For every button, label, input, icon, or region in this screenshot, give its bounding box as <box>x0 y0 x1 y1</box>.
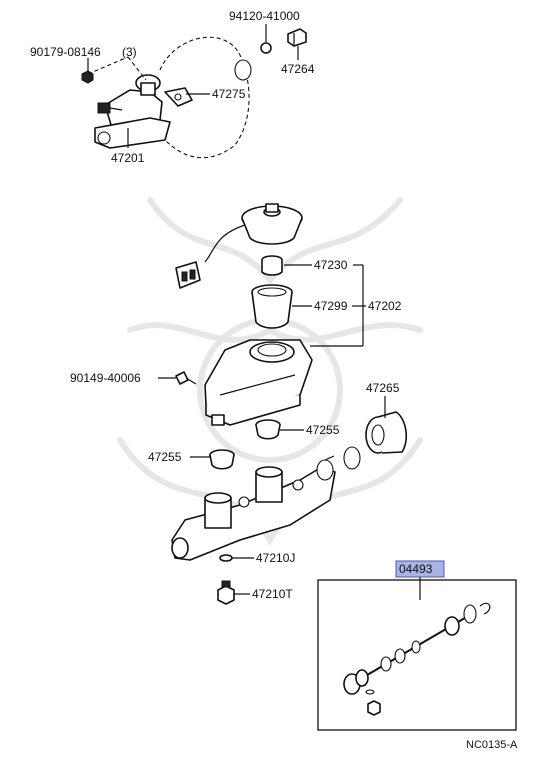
label-47210J: 47210J <box>256 551 295 565</box>
label-90179-08146: 90179-08146 <box>30 45 101 59</box>
plug-47210T <box>217 580 235 605</box>
part-labels: 94120-41000 90179-08146 (3) 47264 47275 … <box>30 9 518 751</box>
label-47230: 47230 <box>314 258 348 272</box>
strainer-47299 <box>251 284 293 329</box>
label-47255-left: 47255 <box>148 450 182 464</box>
label-47202: 47202 <box>368 299 402 313</box>
label-47265: 47265 <box>366 381 400 395</box>
label-47201: 47201 <box>111 151 145 165</box>
strainer-47230 <box>261 255 283 276</box>
screw-90149 <box>175 371 197 385</box>
label-47264: 47264 <box>281 62 315 76</box>
label-94120-41000: 94120-41000 <box>229 9 300 23</box>
label-qty-3: (3) <box>122 45 137 59</box>
label-47299: 47299 <box>314 299 348 313</box>
label-90149-40006: 90149-40006 <box>70 371 141 385</box>
figure-code: NC0135-A <box>466 739 518 751</box>
master-cylinder-body <box>171 455 336 561</box>
label-47255-right: 47255 <box>306 423 340 437</box>
grommet-47255-left <box>209 449 235 470</box>
leader-lines <box>87 24 386 595</box>
reservoir-47202 <box>204 339 313 426</box>
gasket-47210J <box>219 554 233 562</box>
label-47275: 47275 <box>212 87 246 101</box>
label-47210T: 47210T <box>252 587 293 601</box>
grommet-47255-right <box>255 419 281 440</box>
brake-booster-assembly <box>81 28 307 159</box>
kit-box-04493 <box>317 560 517 731</box>
boot-47265 <box>365 411 408 454</box>
reservoir-cap-group <box>175 203 303 289</box>
snap-ring <box>343 446 361 470</box>
label-kit-04493: 04493 <box>399 562 433 576</box>
